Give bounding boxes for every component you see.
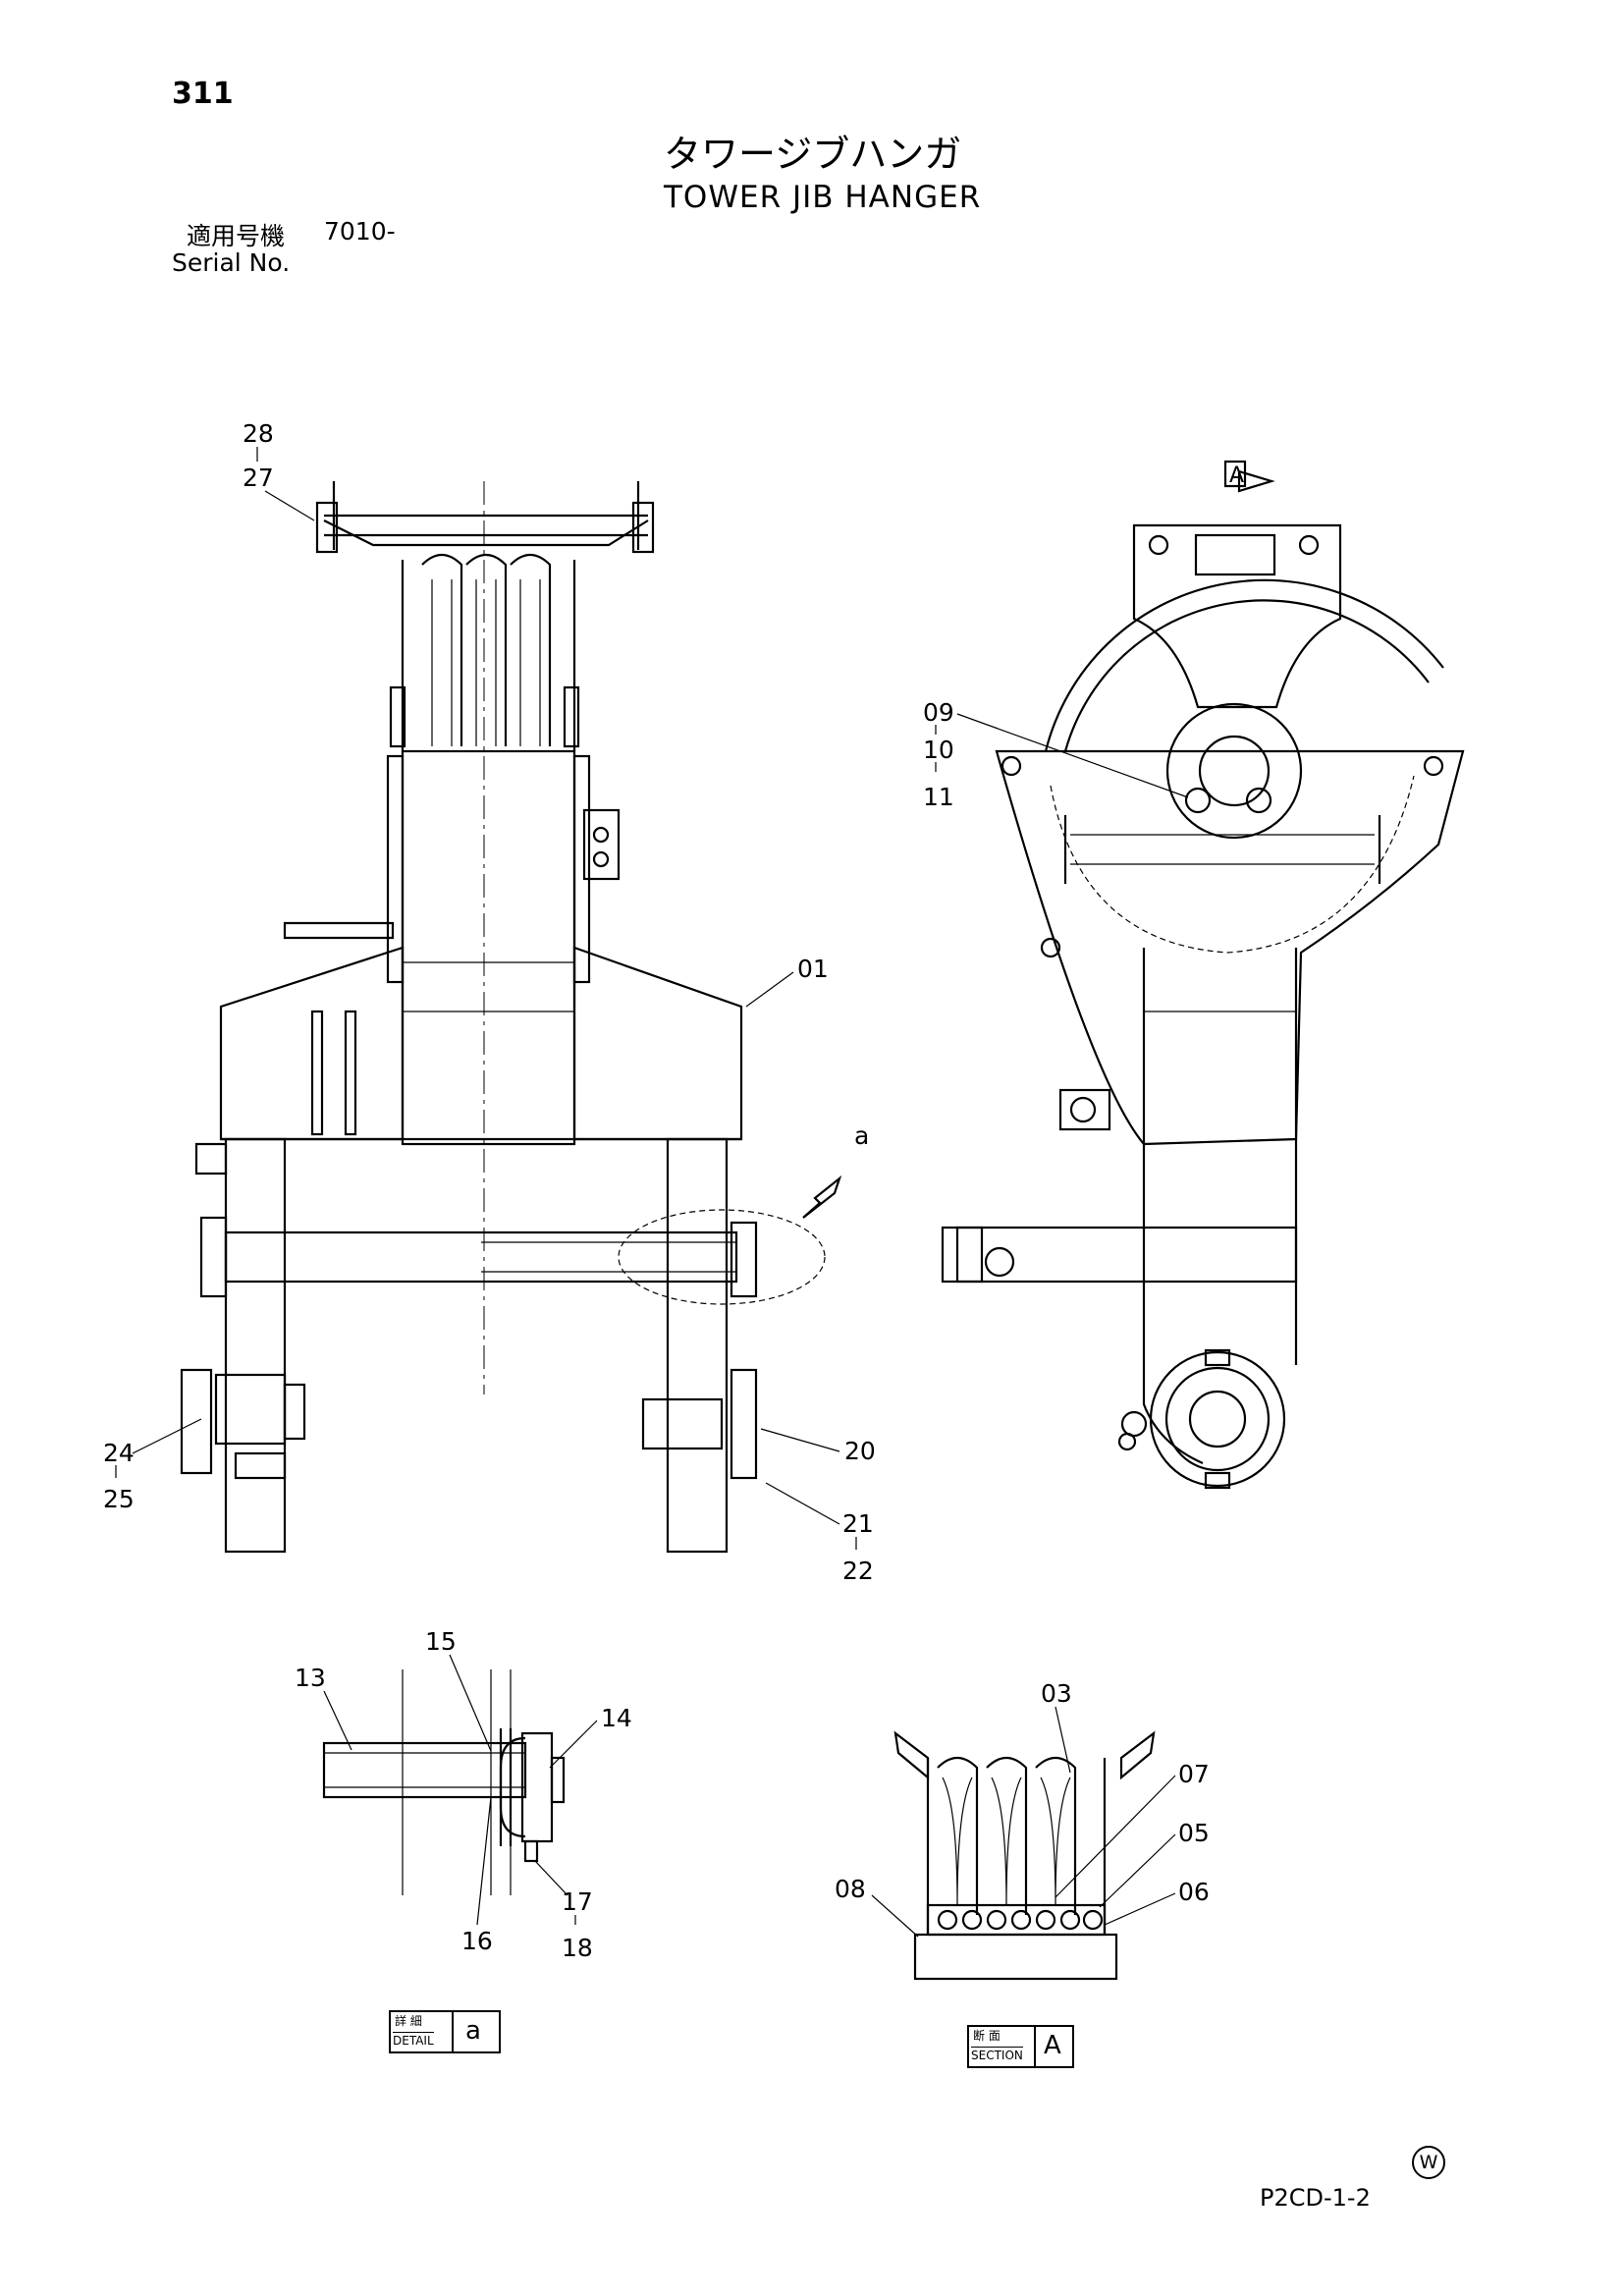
section-a-label: 断 面 SECTION A	[967, 2025, 1074, 2068]
callout-18: 18	[562, 1934, 593, 1962]
section-label-ja: 断 面	[973, 2029, 1001, 2043]
callout-11: 11	[923, 783, 954, 811]
callout-21: 21	[842, 1509, 874, 1538]
front-view	[180, 481, 826, 1554]
callout-03: 03	[1041, 1679, 1072, 1708]
title-japanese: タワージブハンガ	[664, 133, 962, 176]
serial-label-english: Serial No.	[172, 248, 291, 277]
reference-code: P2CD-1-2	[1260, 2184, 1371, 2212]
callout-15: 15	[425, 1627, 457, 1656]
callout-20: 20	[844, 1437, 876, 1465]
callout-06: 06	[1178, 1878, 1210, 1906]
callout-28: 28	[243, 419, 274, 448]
callout-05: 05	[1178, 1819, 1210, 1847]
callout-01: 01	[797, 955, 829, 983]
serial-label-japanese: 適用号機	[187, 222, 286, 250]
callout-24: 24	[103, 1439, 135, 1467]
callout-08: 08	[835, 1875, 866, 1903]
page-number: 311	[172, 77, 234, 111]
callout-09: 09	[923, 698, 954, 727]
callout-13: 13	[295, 1664, 326, 1692]
side-view	[941, 460, 1465, 1490]
callout-25: 25	[103, 1485, 135, 1513]
callout-27: 27	[243, 464, 274, 492]
detail-label-ref: a	[465, 2016, 481, 2046]
detail-label-ja: 詳 細	[395, 2014, 422, 2028]
serial-value: 7010-	[324, 217, 396, 246]
title-english: TOWER JIB HANGER	[664, 180, 982, 215]
callout-22: 22	[842, 1557, 874, 1585]
w-mark: W	[1412, 2146, 1445, 2179]
callout-07: 07	[1178, 1760, 1210, 1788]
callout-a: a	[854, 1121, 869, 1150]
detail-a-view	[322, 1669, 566, 1895]
callout-14: 14	[601, 1704, 632, 1732]
section-a-view	[893, 1730, 1156, 1981]
callout-10: 10	[923, 736, 954, 764]
detail-label-en: DETAIL	[393, 2032, 434, 2048]
callout-16: 16	[461, 1927, 493, 1955]
section-label-en: SECTION	[971, 2047, 1023, 2062]
callout-17: 17	[562, 1887, 593, 1916]
section-label-ref: A	[1044, 2031, 1061, 2060]
callout-A: A	[1229, 464, 1244, 488]
detail-a-label: 詳 細 DETAIL a	[389, 2010, 501, 2053]
